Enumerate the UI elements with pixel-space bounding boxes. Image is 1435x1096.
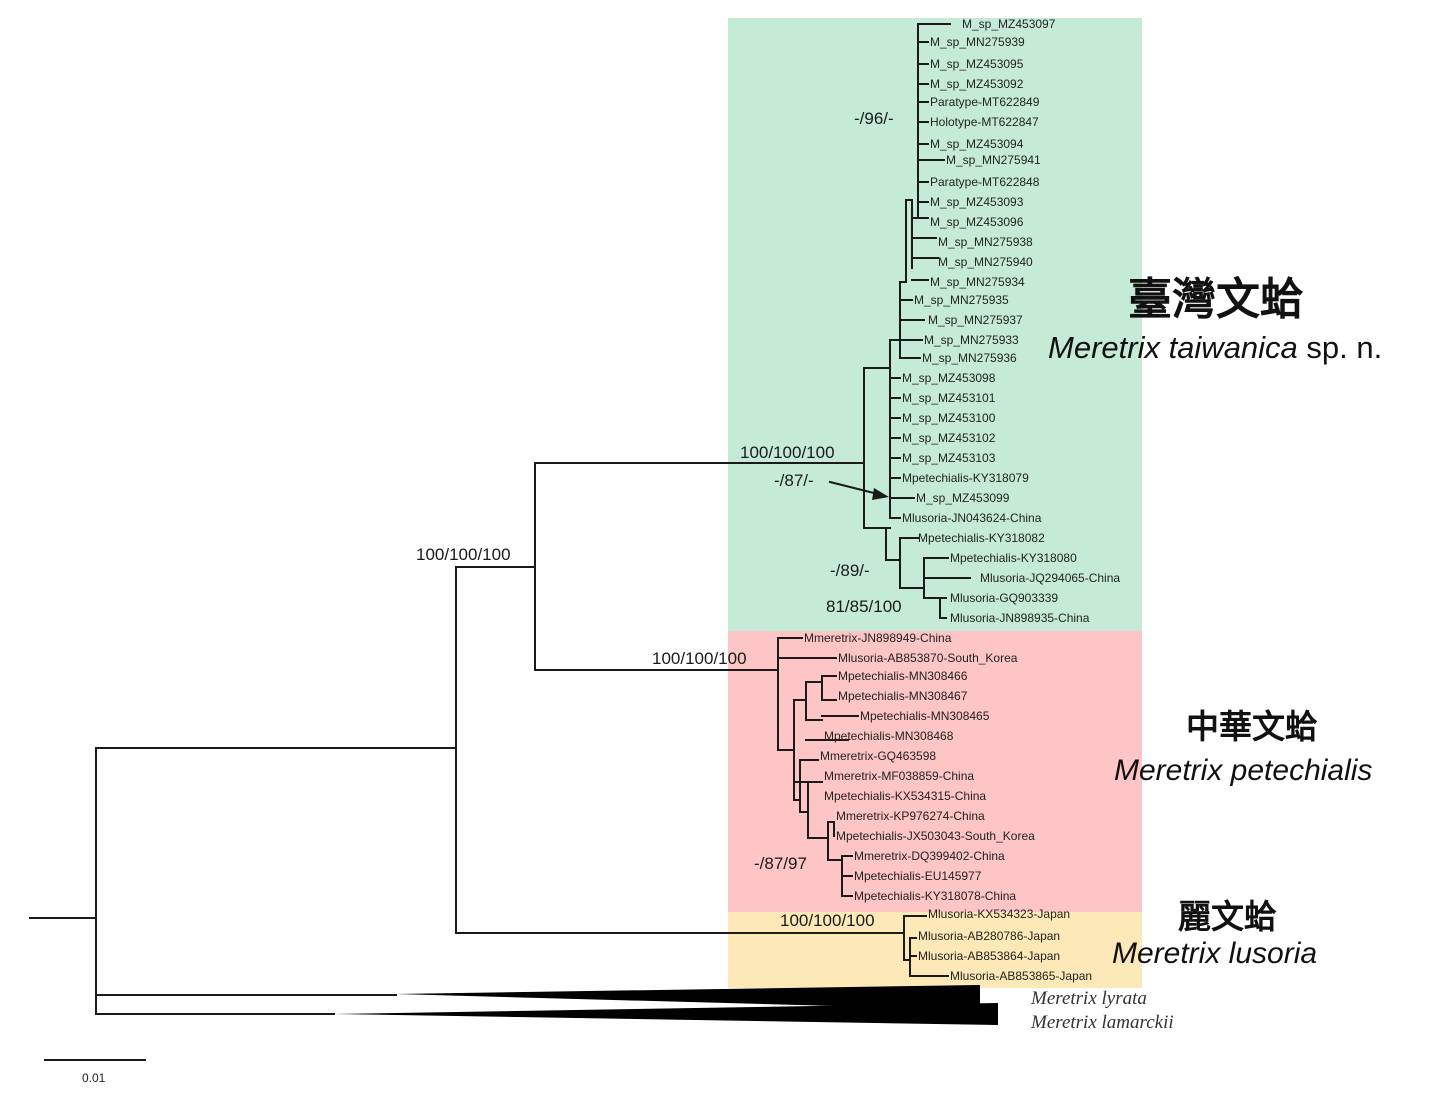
leaf-label: Mlusoria-JN898935-China bbox=[950, 611, 1090, 625]
leaf-label: Mpetechialis-MN308468 bbox=[824, 729, 954, 743]
clade-box-petechialis bbox=[728, 631, 1142, 912]
leaf-label: M_sp_MN275940 bbox=[938, 255, 1033, 269]
leaf-label: Mpetechialis-MN308467 bbox=[838, 689, 968, 703]
support-petechialis-crown: 100/100/100 bbox=[652, 649, 747, 668]
leaf-label: M_sp_MN275939 bbox=[930, 35, 1025, 49]
collapsed-clade-lyrata bbox=[396, 985, 980, 1010]
leaf-label: M_sp_MN275936 bbox=[922, 351, 1017, 365]
leaf-label: M_sp_MN275934 bbox=[930, 275, 1025, 289]
leaf-label: M_sp_MZ453095 bbox=[930, 57, 1024, 71]
leaf-label: Mpetechialis-KX534315-China bbox=[824, 789, 986, 803]
leaf-label: Holotype-MT622847 bbox=[930, 115, 1039, 129]
leaf-label: Mmeretrix-GQ463598 bbox=[820, 749, 936, 763]
leaf-label: M_sp_MN275933 bbox=[924, 333, 1019, 347]
leaf-label: Mlusoria-AB853864-Japan bbox=[918, 949, 1060, 963]
leaf-label: M_sp_MZ453097 bbox=[962, 17, 1056, 31]
leaf-label: Mpetechialis-KY318078-China bbox=[854, 889, 1016, 903]
scale-bar-label: 0.01 bbox=[82, 1071, 106, 1085]
clade-labels: 臺灣文蛤 Meretrix taiwanica sp. n. 中華文蛤 Mere… bbox=[1048, 274, 1382, 970]
support-taiwanica-pair: 81/85/100 bbox=[826, 597, 902, 616]
leaf-label: Paratype-MT622848 bbox=[930, 175, 1040, 189]
leaf-label: M_sp_MN275941 bbox=[946, 153, 1041, 167]
leaf-label: Mmeretrix-JN898949-China bbox=[804, 631, 952, 645]
support-root-ingroup: 100/100/100 bbox=[416, 545, 511, 564]
leaf-label: M_sp_MZ453096 bbox=[930, 215, 1024, 229]
support-taiwanica-inner: -/96/- bbox=[854, 109, 894, 128]
clade-label-lusoria-chinese: 麗文蛤 bbox=[1178, 897, 1277, 936]
leaf-label: M_sp_MZ453101 bbox=[902, 391, 996, 405]
support-taiwanica-sub: -/89/- bbox=[830, 561, 870, 580]
leaf-label: Mmeretrix-MF038859-China bbox=[824, 769, 974, 783]
leaf-label: Mpetechialis-KY318082 bbox=[918, 531, 1045, 545]
leaf-label: Mlusoria-JQ294065-China bbox=[980, 571, 1120, 585]
leaf-label: M_sp_MN275935 bbox=[914, 293, 1009, 307]
clade-label-petechialis-scientific: Meretrix petechialis bbox=[1114, 754, 1372, 787]
clade-box-taiwanica bbox=[728, 18, 1142, 631]
leaf-label: Mpetechialis-KY318079 bbox=[902, 471, 1029, 485]
clade-label-taiwanica-chinese: 臺灣文蛤 bbox=[1128, 274, 1304, 325]
collapsed-clade-lamarckii bbox=[334, 1003, 998, 1025]
support-values: 100/100/100 100/100/100 -/96/- -/87/- -/… bbox=[416, 109, 902, 930]
support-taiwanica-arrow: -/87/- bbox=[774, 471, 814, 490]
collapsed-label-lamarckii: Meretrix lamarckii bbox=[1030, 1012, 1174, 1033]
clade-label-petechialis-chinese: 中華文蛤 bbox=[1186, 707, 1318, 746]
leaf-label: M_sp_MZ453100 bbox=[902, 411, 996, 425]
leaf-label: Mmeretrix-KP976274-China bbox=[836, 809, 985, 823]
leaf-label: Mlusoria-AB853865-Japan bbox=[950, 969, 1092, 983]
petechialis-clade-branches bbox=[777, 637, 859, 897]
leaf-labels: M_sp_MZ453097M_sp_MN275939M_sp_MZ453095M… bbox=[804, 17, 1120, 983]
leaf-label: Mpetechialis-MN308465 bbox=[860, 709, 990, 723]
taiwanica-clade-branches bbox=[828, 23, 971, 619]
leaf-label: M_sp_MZ453102 bbox=[902, 431, 996, 445]
lusoria-clade-branches bbox=[727, 915, 949, 977]
clade-label-lusoria-scientific: Meretrix lusoria bbox=[1112, 937, 1317, 970]
scale-bar: 0.01 bbox=[44, 1059, 146, 1085]
backbone-branches bbox=[29, 462, 865, 1015]
leaf-label: Mpetechialis-EU145977 bbox=[854, 869, 982, 883]
leaf-label: M_sp_MZ453099 bbox=[916, 491, 1010, 505]
leaf-label: Mlusoria-KX534323-Japan bbox=[928, 907, 1070, 921]
leaf-label: M_sp_MN275938 bbox=[938, 235, 1033, 249]
leaf-label: Mpetechialis-JX503043-South_Korea bbox=[836, 829, 1035, 843]
leaf-label: Mlusoria-AB280786-Japan bbox=[918, 929, 1060, 943]
leaf-label: Paratype-MT622849 bbox=[930, 95, 1040, 109]
leaf-label: Mpetechialis-MN308466 bbox=[838, 669, 968, 683]
leaf-label: Mmeretrix-DQ399402-China bbox=[854, 849, 1005, 863]
leaf-label: Mlusoria-GQ903339 bbox=[950, 591, 1058, 605]
clade-label-taiwanica-scientific: Meretrix taiwanica sp. n. bbox=[1048, 330, 1382, 365]
leaf-label: M_sp_MZ453094 bbox=[930, 137, 1024, 151]
leaf-label: M_sp_MZ453093 bbox=[930, 195, 1024, 209]
collapsed-outgroups: Meretrix lyrata Meretrix lamarckii bbox=[334, 985, 1174, 1033]
leaf-label: Mpetechialis-KY318080 bbox=[950, 551, 1077, 565]
collapsed-label-lyrata: Meretrix lyrata bbox=[1030, 988, 1147, 1009]
leaf-label: Mlusoria-AB853870-South_Korea bbox=[838, 651, 1018, 665]
leaf-label: M_sp_MZ453103 bbox=[902, 451, 996, 465]
leaf-label: M_sp_MZ453098 bbox=[902, 371, 996, 385]
leaf-label: Mlusoria-JN043624-China bbox=[902, 511, 1042, 525]
leaf-label: M_sp_MZ453092 bbox=[930, 77, 1024, 91]
leaf-label: M_sp_MN275937 bbox=[928, 313, 1023, 327]
support-taiwanica-crown: 100/100/100 bbox=[740, 443, 835, 462]
support-petechialis-inner: -/87/97 bbox=[754, 854, 807, 873]
support-lusoria-crown: 100/100/100 bbox=[780, 911, 875, 930]
